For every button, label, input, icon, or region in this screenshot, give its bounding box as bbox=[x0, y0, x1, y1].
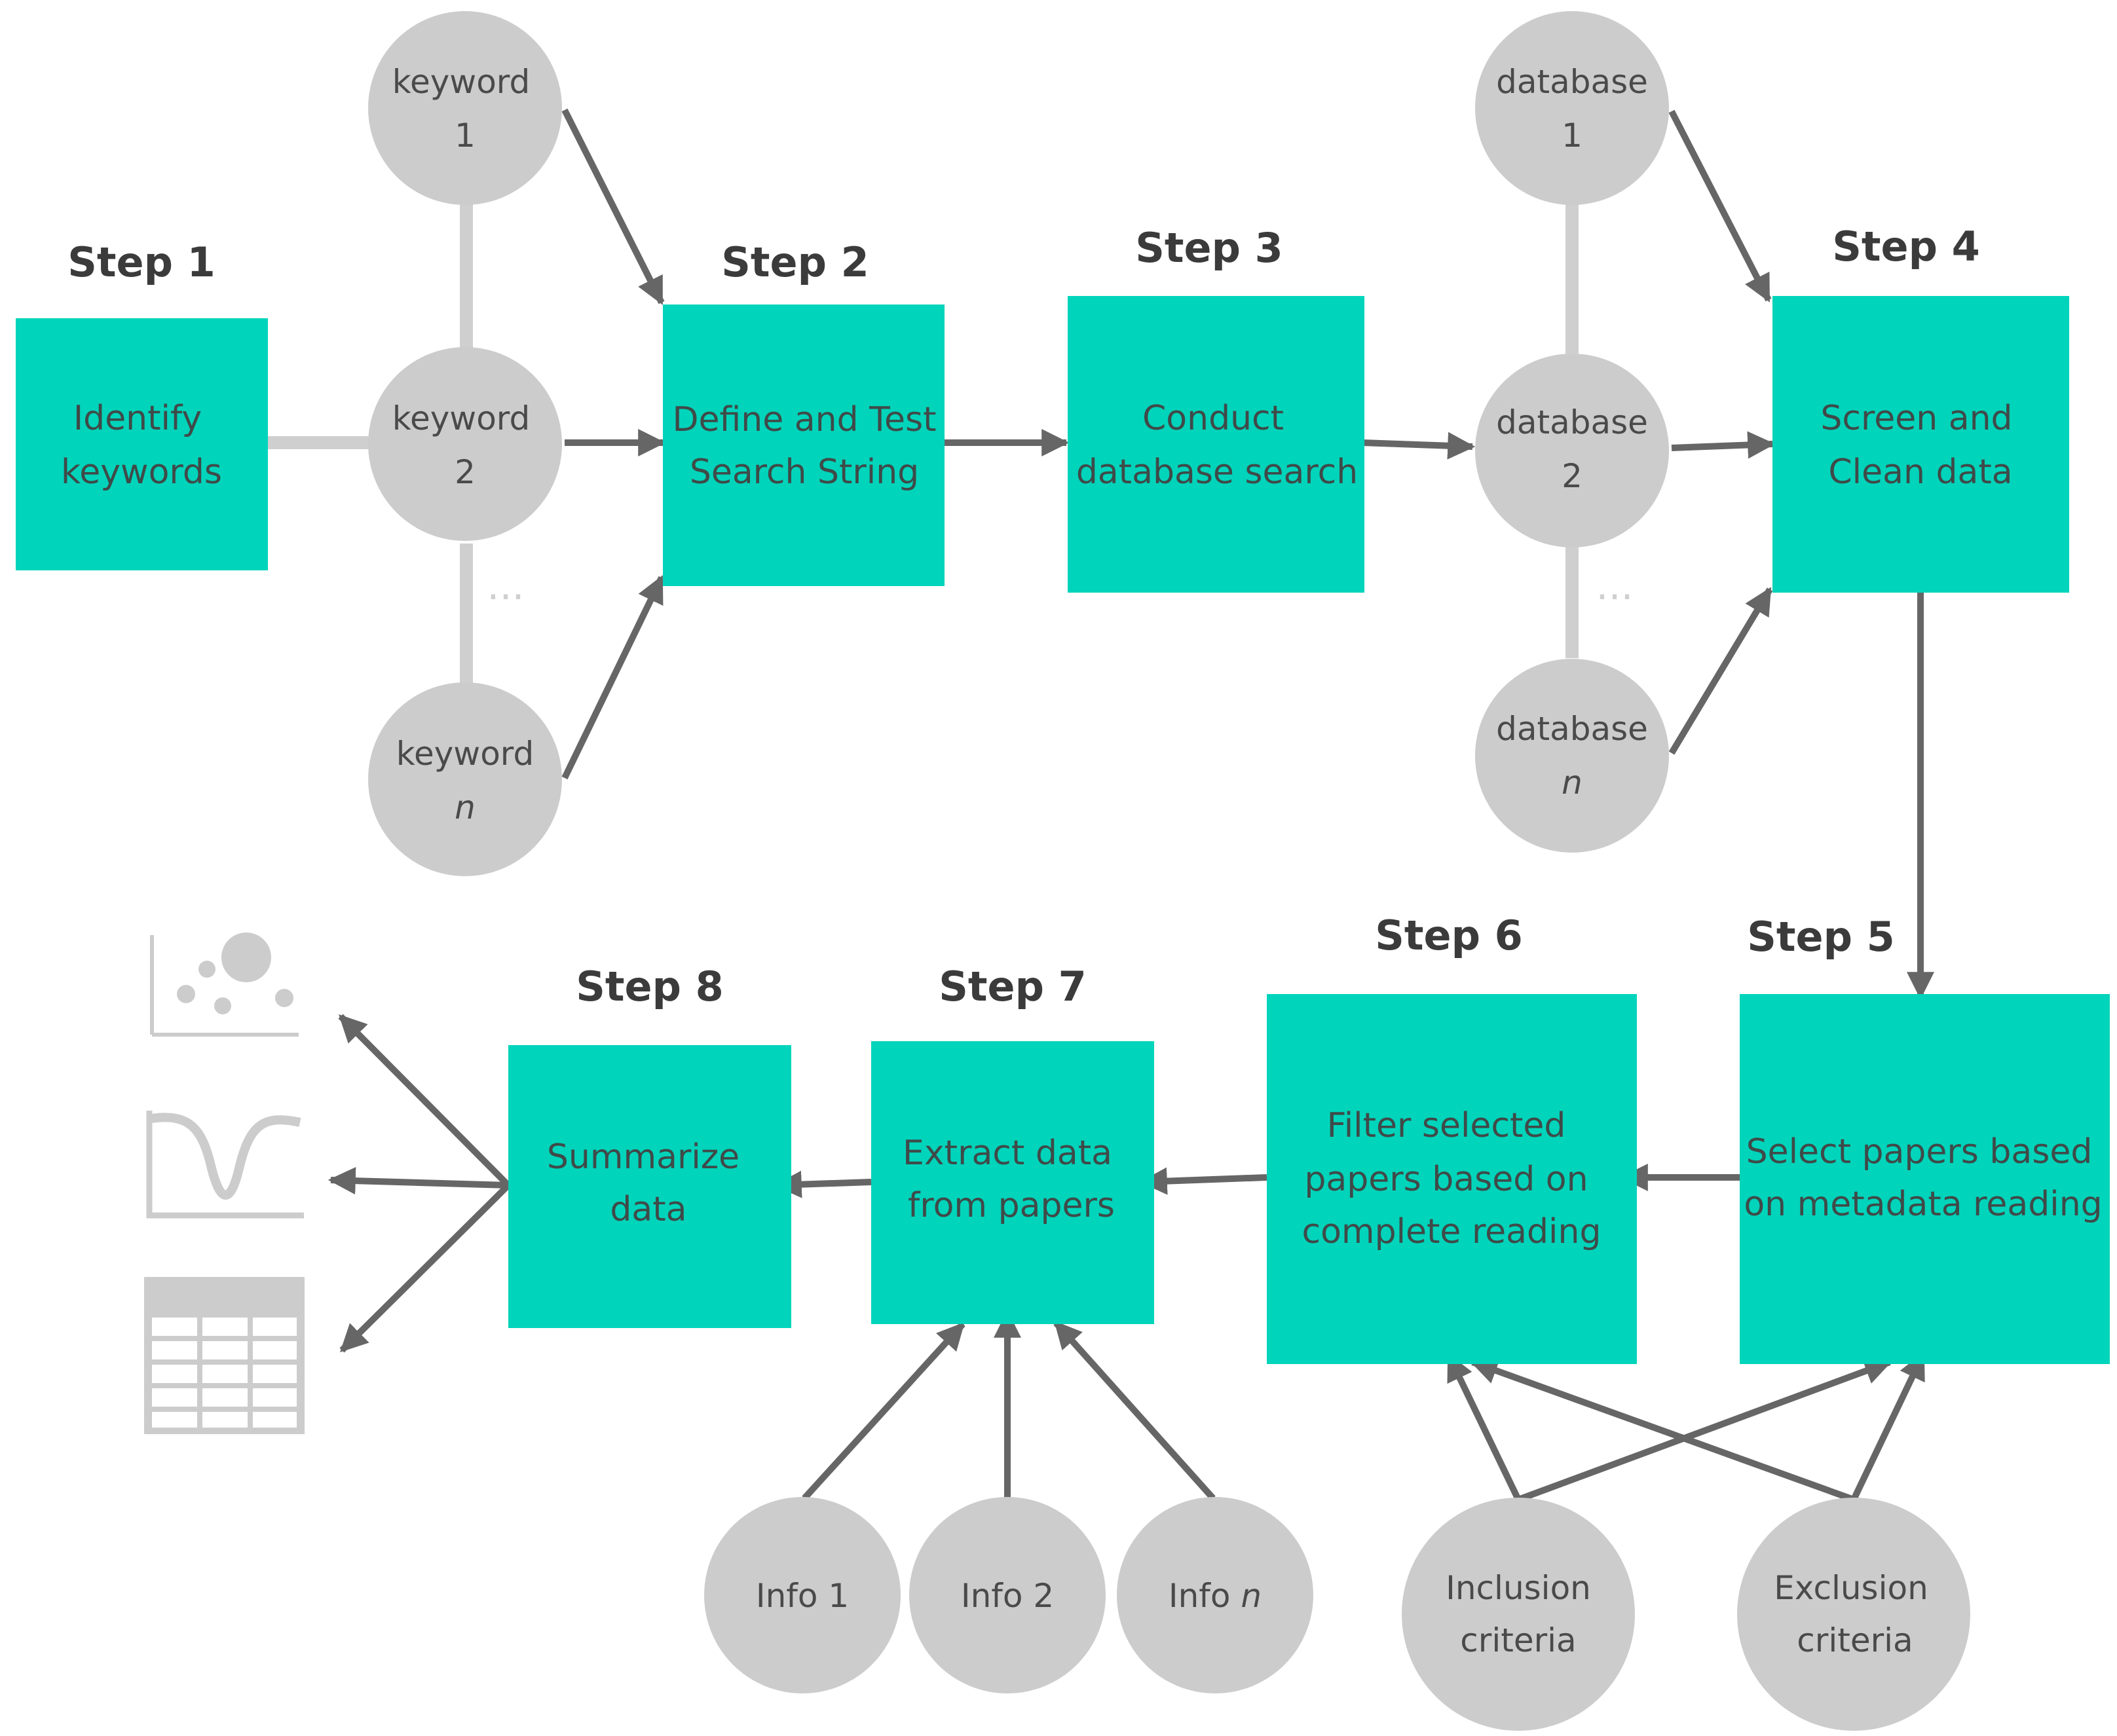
step4-label-line2: Clean data bbox=[1828, 452, 2012, 492]
step7-label-line2: from papers bbox=[908, 1186, 1115, 1225]
keyword1-label-line1: keyword bbox=[392, 63, 530, 101]
arrow-database1-to-step4 bbox=[1668, 109, 1772, 303]
databasen-circle bbox=[1475, 659, 1669, 853]
exclusion-criteria-line1: Exclusion bbox=[1774, 1569, 1928, 1607]
step8-box bbox=[508, 1045, 791, 1328]
arrow-keyword1-to-step2 bbox=[561, 108, 665, 305]
step-boxes bbox=[16, 296, 2110, 1364]
inclusion-criteria-line1: Inclusion bbox=[1446, 1569, 1591, 1607]
info1-circle bbox=[704, 1497, 901, 1693]
info2-circle bbox=[909, 1497, 1106, 1693]
infon-circle bbox=[1117, 1497, 1313, 1693]
step5-title: Step 5 bbox=[1747, 913, 1894, 961]
infon-label-italic: n bbox=[1241, 1577, 1262, 1615]
step1-box bbox=[16, 318, 268, 570]
arrow-exclusion-to-step5 bbox=[1850, 1352, 1926, 1502]
step4-box bbox=[1772, 296, 2069, 593]
info2-label: Info 2 bbox=[961, 1577, 1054, 1615]
arrow-step8-to-scatter bbox=[338, 1014, 511, 1188]
arrow-database2-to-step4 bbox=[1671, 431, 1776, 459]
exclusion-criteria-circle bbox=[1737, 1498, 1970, 1731]
step4-label-line1: Screen and bbox=[1820, 399, 2012, 438]
info1-label: Info 1 bbox=[756, 1577, 849, 1615]
arrow-step8-to-table bbox=[339, 1183, 511, 1353]
step2-box bbox=[663, 305, 945, 586]
step3-label-line2: database search bbox=[1076, 452, 1358, 492]
scatter-plot-icon bbox=[150, 933, 299, 1037]
step6-title: Step 6 bbox=[1375, 912, 1522, 959]
keyword-nodes: keyword 1 keyword 2 keyword n bbox=[368, 11, 562, 876]
inclusion-criteria-line2: criteria bbox=[1460, 1621, 1576, 1659]
step5-label-line2: on metadata reading bbox=[1744, 1185, 2102, 1224]
arrow-inclusion-to-step6 bbox=[1446, 1353, 1522, 1502]
step3-label-line1: Conduct bbox=[1142, 399, 1284, 438]
step6-box bbox=[1267, 994, 1637, 1364]
step4-title: Step 4 bbox=[1832, 223, 1979, 270]
keyword2-label-line2: 2 bbox=[455, 453, 476, 491]
keyword1-label-line2: 1 bbox=[455, 117, 476, 155]
step2-label-line1: Define and Test bbox=[672, 400, 936, 439]
keywordn-circle bbox=[368, 682, 562, 876]
database2-label-line1: database bbox=[1496, 403, 1648, 441]
infon-label: Info n bbox=[1169, 1577, 1262, 1615]
step2-title: Step 2 bbox=[721, 238, 869, 286]
criteria-nodes: Inclusion criteria Exclusion criteria bbox=[1402, 1498, 1970, 1731]
step5-box bbox=[1740, 994, 2110, 1364]
database1-label-line2: 1 bbox=[1562, 117, 1583, 155]
step-box-labels: Identify keywords Define and Test Search… bbox=[61, 399, 2103, 1251]
infon-label-prefix: Info bbox=[1169, 1577, 1241, 1615]
keyword2-label-line1: keyword bbox=[392, 399, 530, 437]
arrow-infon-to-step7 bbox=[1053, 1320, 1216, 1501]
step3-title: Step 3 bbox=[1135, 224, 1283, 272]
keyword1-circle bbox=[368, 11, 562, 205]
step2-label-line2: Search String bbox=[690, 452, 919, 492]
database-ellipsis: ... bbox=[1596, 563, 1633, 609]
arrow-step3-to-database2 bbox=[1362, 432, 1476, 460]
keywordn-label-line1: keyword bbox=[396, 735, 534, 773]
arrows bbox=[328, 108, 1934, 1503]
step1-label-line2: keywords bbox=[61, 452, 222, 492]
arrow-databasen-to-step4 bbox=[1668, 587, 1773, 755]
step6-label-line2: papers based on bbox=[1304, 1160, 1588, 1199]
keywordn-label-line2: n bbox=[455, 788, 476, 826]
arrow-inclusion-to-step5 bbox=[1517, 1357, 1892, 1503]
databasen-label-line1: database bbox=[1496, 710, 1648, 748]
exclusion-criteria-line2: criteria bbox=[1797, 1621, 1913, 1659]
connector-lines bbox=[267, 196, 1579, 684]
step8-label-line1: Summarize bbox=[547, 1137, 740, 1177]
arrow-step6-to-step7 bbox=[1139, 1167, 1267, 1195]
arrow-info1-to-step7 bbox=[802, 1321, 965, 1501]
keyword-ellipsis: ... bbox=[487, 563, 524, 609]
inclusion-criteria-circle bbox=[1402, 1498, 1635, 1731]
info-nodes: Info 1 Info 2 Info n bbox=[704, 1497, 1313, 1693]
arrow-step7-to-step8 bbox=[774, 1170, 872, 1198]
arrow-exclusion-to-step6 bbox=[1470, 1357, 1855, 1503]
database-nodes: database 1 database 2 database n bbox=[1475, 11, 1669, 853]
database2-label-line2: 2 bbox=[1562, 457, 1583, 495]
step1-title: Step 1 bbox=[67, 238, 215, 286]
step6-label-line3: complete reading bbox=[1302, 1212, 1602, 1251]
step7-title: Step 7 bbox=[939, 963, 1086, 1010]
step8-label-line2: data bbox=[610, 1190, 686, 1229]
step6-label-line1: Filter selected bbox=[1327, 1106, 1566, 1145]
curve-chart-icon bbox=[146, 1111, 304, 1219]
keyword2-circle bbox=[368, 347, 562, 541]
step5-label-line1: Select papers based bbox=[1746, 1132, 2093, 1172]
databasen-label-line2: n bbox=[1562, 764, 1583, 802]
database2-circle bbox=[1475, 354, 1669, 547]
step-titles: Step 1 Step 2 Step 3 Step 4 Step 5 Step … bbox=[67, 223, 1979, 1010]
database1-circle bbox=[1475, 11, 1669, 205]
step3-box bbox=[1068, 296, 1364, 593]
step7-label-line1: Extract data bbox=[903, 1134, 1112, 1173]
arrow-step8-to-curve bbox=[328, 1167, 509, 1195]
database1-label-line1: database bbox=[1496, 63, 1648, 101]
table-icon bbox=[144, 1277, 305, 1434]
step1-label-line1: Identify bbox=[73, 399, 202, 438]
step8-title: Step 8 bbox=[576, 963, 723, 1010]
step7-box bbox=[871, 1041, 1154, 1324]
arrow-keywordn-to-step2 bbox=[561, 575, 665, 780]
